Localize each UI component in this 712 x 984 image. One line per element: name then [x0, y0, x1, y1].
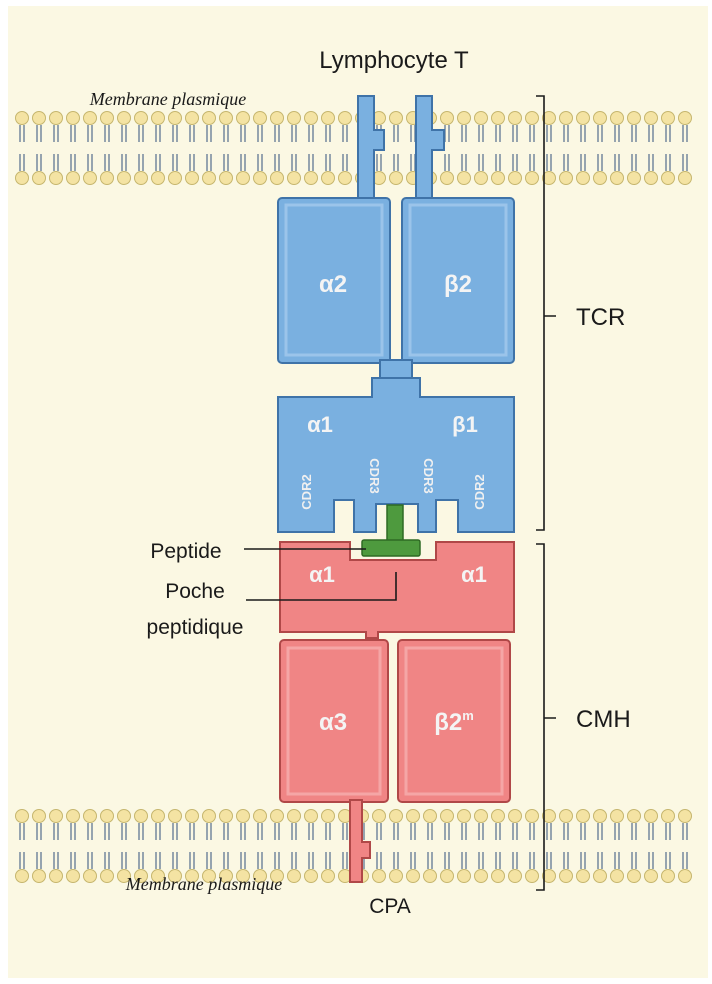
cdr3-left-label: CDR3	[367, 458, 382, 493]
tcr-alpha1-label: α1	[307, 412, 333, 437]
mhc-alpha3-domain	[279, 639, 389, 803]
peptide	[361, 504, 421, 557]
pocket-pointer	[246, 572, 397, 601]
cmh-label: CMH	[576, 706, 631, 733]
mhc-alpha1-left-label: α1	[309, 562, 335, 587]
mhc-beta2m-domain	[397, 639, 511, 803]
tcr-bracket	[536, 95, 556, 531]
mhc-alpha1-right-label: α1	[461, 562, 487, 587]
tcr-alpha2-label: α2	[319, 271, 347, 298]
cmh-bracket	[536, 543, 556, 891]
tcr-beta2-domain	[401, 197, 515, 364]
tcr-beta2-label: β2	[444, 271, 472, 298]
pocket-label-line1: Poche	[165, 580, 225, 603]
cdr2-right-label: CDR2	[472, 474, 487, 509]
peptide-label: Peptide	[150, 540, 221, 563]
cdr3-right-label: CDR3	[421, 458, 436, 493]
tcr-alpha2-domain	[277, 197, 391, 364]
cpa-label: CPA	[369, 895, 411, 918]
mhc-alpha1-domain	[279, 541, 515, 639]
pocket-label-line2: peptidique	[147, 616, 244, 639]
tcr-complex	[277, 95, 515, 533]
mhc-beta2m-label: β2m	[434, 708, 474, 736]
tcr-variable-domains	[277, 377, 515, 533]
lymphocyte-t-label: Lymphocyte T	[319, 47, 469, 74]
cdr2-left-label: CDR2	[299, 474, 314, 509]
tcr-label: TCR	[576, 304, 625, 331]
mhc-alpha3-label: α3	[319, 709, 347, 736]
mhc-alpha-stalk	[349, 799, 371, 883]
membrane-bottom-label: Membrane plasmique	[125, 874, 282, 894]
mhc-complex	[279, 541, 515, 883]
tcr-beta1-label: β1	[452, 412, 478, 437]
membrane-top-label: Membrane plasmique	[89, 89, 246, 109]
